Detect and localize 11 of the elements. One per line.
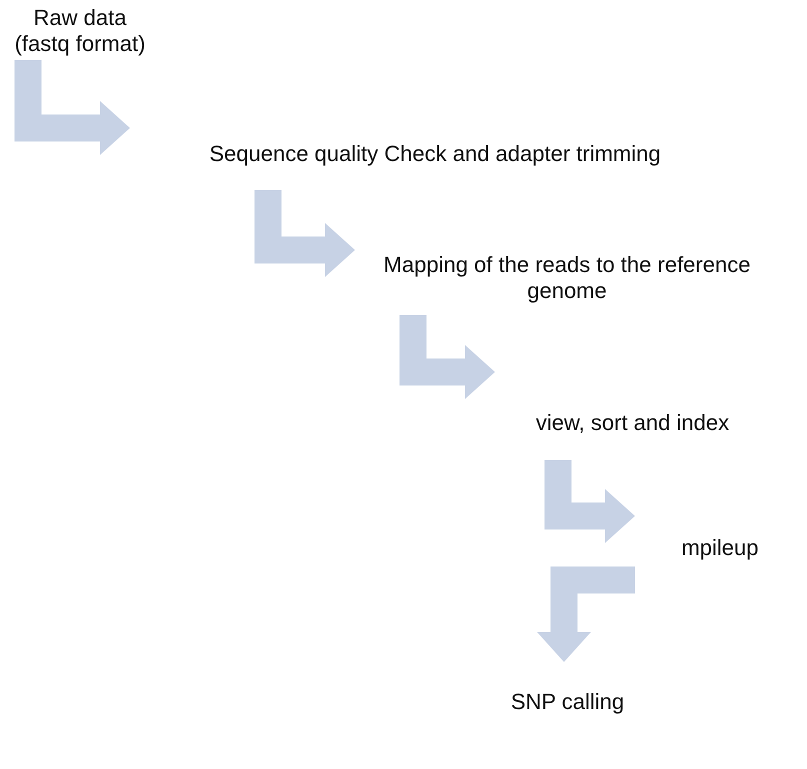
- step-text: Sequence quality Check and adapter trimming: [209, 141, 661, 167]
- bent-arrow: [254, 190, 355, 277]
- step-text: mpileup: [681, 534, 759, 560]
- step-text: SNP calling: [510, 689, 624, 715]
- step-text: view, sort and index: [536, 410, 730, 436]
- bent-arrow: [400, 315, 495, 399]
- step-text: Raw data (fastq format): [14, 5, 146, 57]
- bent-arrow: [537, 566, 635, 662]
- bent-arrow: [14, 60, 130, 155]
- step-text: Mapping of the reads to the reference genome: [382, 252, 752, 304]
- bent-arrow: [544, 460, 635, 543]
